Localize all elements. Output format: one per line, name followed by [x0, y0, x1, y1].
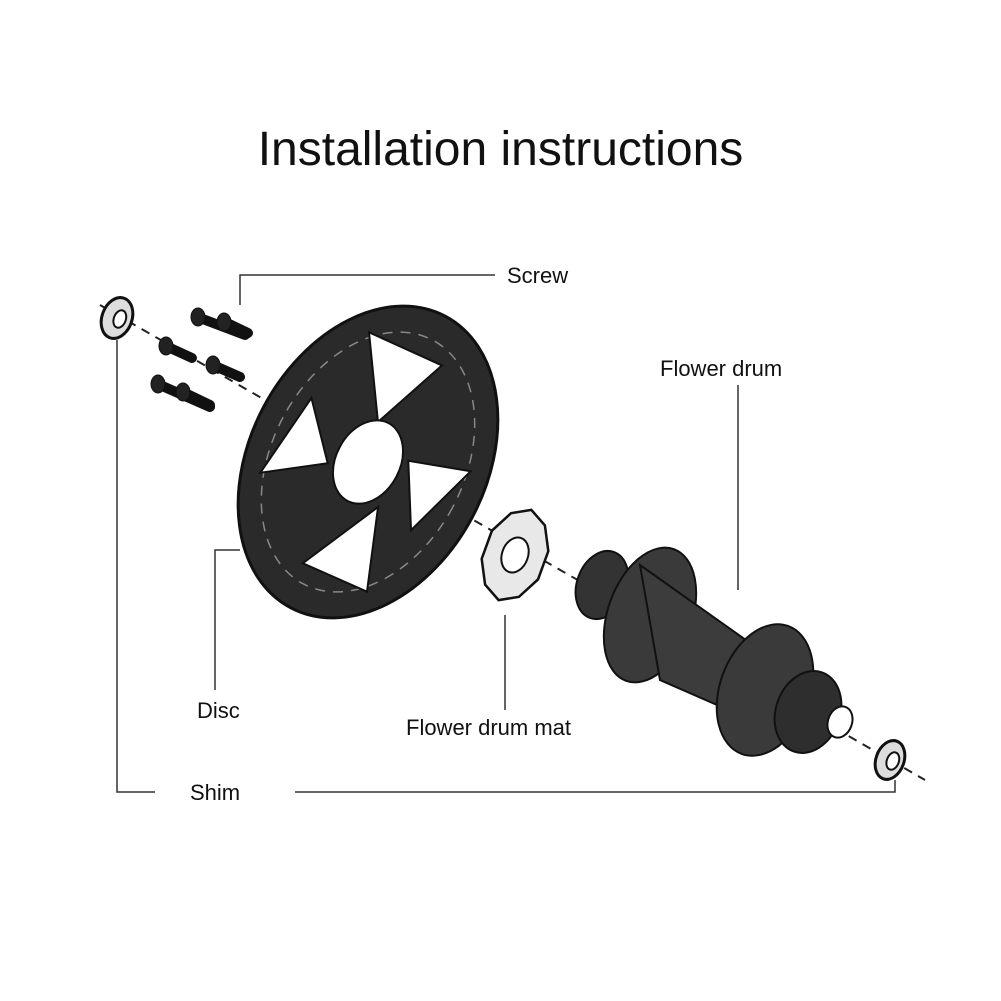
label-shim: Shim	[190, 780, 241, 805]
shim-right	[873, 739, 907, 781]
label-screw: Screw	[507, 263, 569, 288]
shim-left	[99, 296, 135, 340]
page-title: Installation instructions	[257, 123, 744, 176]
brake-disc	[236, 304, 500, 620]
flower-drum-hub	[574, 546, 854, 757]
screws	[150, 307, 253, 412]
label-disc: Disc	[197, 698, 240, 723]
label-flower-drum-mat: Flower drum mat	[406, 715, 572, 740]
leader-lines	[116, 274, 896, 793]
label-flower-drum: Flower drum	[660, 356, 783, 381]
flower-drum-mat	[480, 508, 550, 602]
